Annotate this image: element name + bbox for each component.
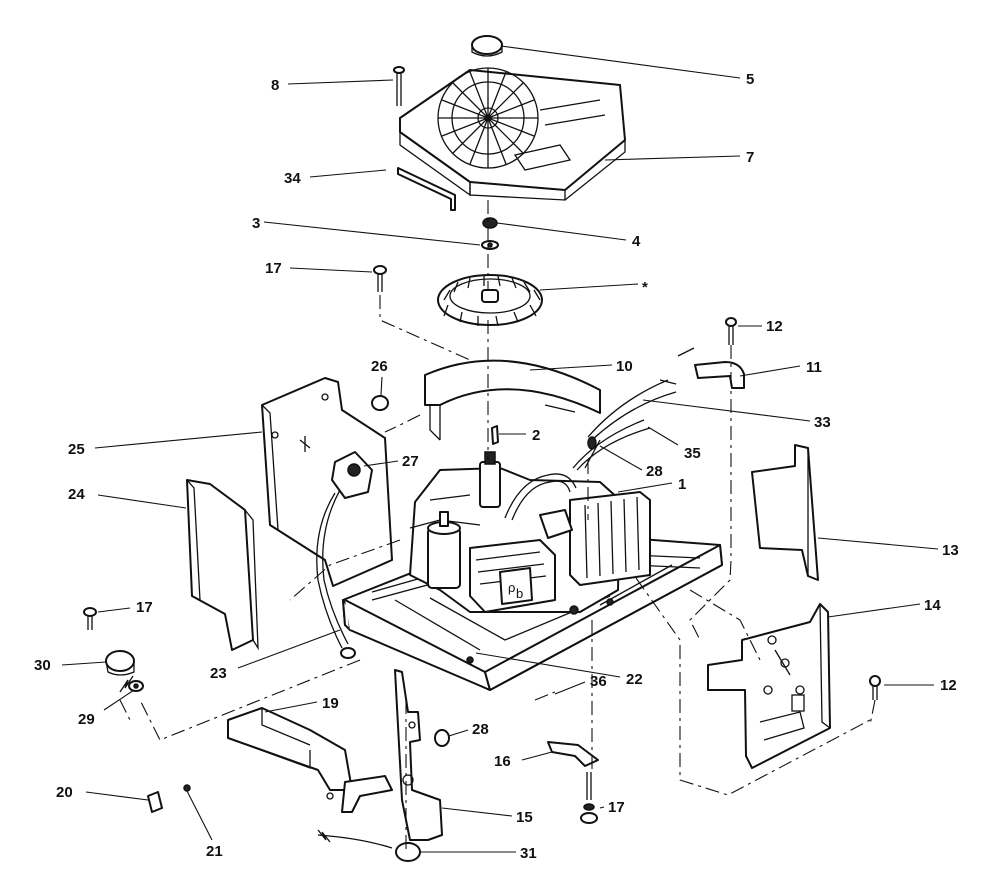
pin-part-36 [534,691,556,701]
screw-part-12-top [725,317,737,345]
callout-25: 25 [68,441,85,458]
knob-part-5 [471,35,503,55]
callout-12-right: 12 [940,677,957,694]
callout-17-bottom: 17 [608,799,625,816]
callout-23: 23 [210,665,227,682]
callout-27: 27 [402,453,419,470]
callout-36: 36 [590,673,607,690]
callout-7: 7 [746,149,754,166]
callout-16: 16 [494,753,511,770]
bracket-part-15 [394,669,443,841]
engine-part-1: ρ b [409,436,651,613]
svg-text:b: b [516,586,523,601]
cable-part-31 [317,829,421,862]
panel-part-14 [707,603,831,769]
panel-part-24 [186,479,259,651]
hose-part-23 [316,492,343,649]
callout-26: 26 [371,358,388,375]
side-panel-part-25 [261,377,393,587]
callout-asterisk: * [642,279,648,296]
callout-5: 5 [746,71,754,88]
screw-part-17-left [83,607,97,630]
rail-part-19 [227,707,393,813]
clip-part-2 [491,425,499,445]
screw-part-8 [393,66,405,106]
nut-part-4 [482,217,498,229]
callout-19: 19 [322,695,339,712]
nut-part-29 [128,680,144,692]
callout-35: 35 [684,445,701,462]
knob-part-30 [105,650,135,676]
callout-24: 24 [68,486,85,503]
baffle-part-10 [424,359,601,414]
screw-part-17-bottom [580,772,598,824]
panel-part-13 [751,444,819,581]
flywheel-fan [437,274,543,327]
callout-12-top: 12 [766,318,783,335]
callout-33: 33 [814,414,831,431]
callout-22: 22 [626,671,643,688]
callout-34: 34 [284,170,301,187]
screw-part-17-top [373,265,387,292]
washer-part-21 [183,784,191,792]
callout-13: 13 [942,542,959,559]
callout-17-left: 17 [136,599,153,616]
elbow-part-11 [694,361,745,389]
callout-17-top: 17 [265,260,282,277]
callout-31: 31 [520,845,537,862]
callout-8: 8 [271,77,279,94]
callout-30: 30 [34,657,51,674]
callout-labels: 5 8 7 34 3 4 17 * 12 10 11 26 33 2 25 35… [34,71,959,862]
callout-11: 11 [806,359,822,376]
alignment-lines [119,200,876,850]
callout-14: 14 [924,597,941,614]
callout-28-upper: 28 [646,463,663,480]
screw-part-20 [147,791,163,813]
callout-29: 29 [78,711,95,728]
strap-part-16 [547,741,599,767]
callout-4: 4 [632,233,641,250]
callout-2: 2 [532,427,540,444]
blower-housing-part-7 [399,67,626,201]
grommet-part-28-lower [434,729,450,747]
leader-lines [61,45,939,853]
grommet-part-26 [371,395,389,411]
bracket-part-34 [397,167,456,211]
svg-text:ρ: ρ [508,580,515,595]
callout-3: 3 [252,215,260,232]
callout-15: 15 [516,809,533,826]
callout-28-lower: 28 [472,721,489,738]
callout-10: 10 [616,358,633,375]
callout-1: 1 [678,476,686,493]
callout-20: 20 [56,784,73,801]
callout-21: 21 [206,843,223,860]
screw-part-12-right [869,675,881,700]
